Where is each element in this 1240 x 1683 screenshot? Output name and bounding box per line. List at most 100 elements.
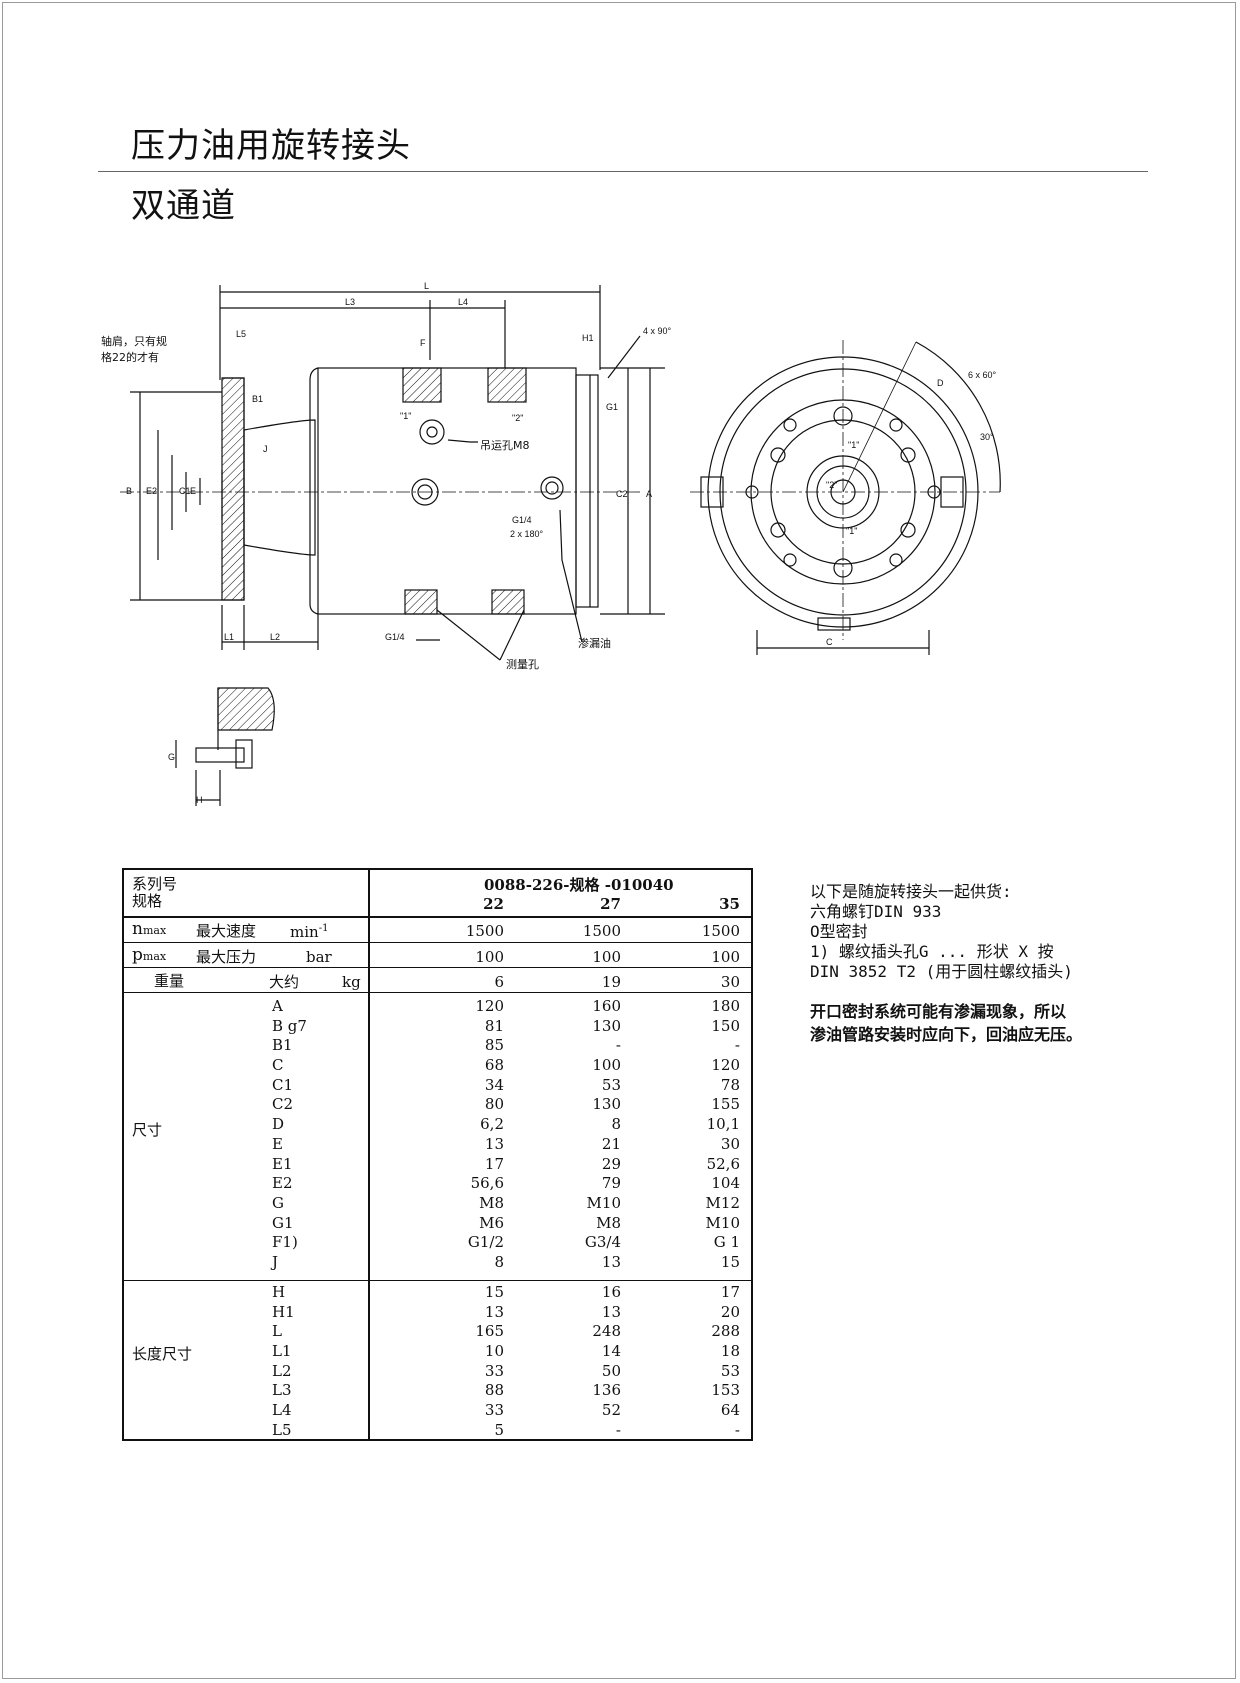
row-value: 136: [592, 1381, 621, 1400]
row-key: G1: [272, 1213, 294, 1232]
pmax-27: 100: [592, 948, 621, 966]
table-divider: [124, 942, 751, 943]
weight-unit: kg: [342, 973, 361, 991]
row-value: M8: [479, 1193, 504, 1212]
dim-L3: L3: [345, 297, 355, 307]
dim-A: A: [646, 489, 652, 499]
row-value: 50: [601, 1361, 621, 1380]
table-divider: [124, 992, 751, 993]
channel-2: "2": [512, 413, 523, 423]
dim-H1: H1: [582, 333, 594, 343]
row-key: D: [272, 1115, 285, 1134]
row-value: 8: [494, 1252, 504, 1271]
row-value: 21: [601, 1134, 621, 1153]
row-value: 53: [720, 1361, 740, 1380]
row-value: 52,6: [706, 1154, 740, 1173]
dim-L2: L2: [270, 632, 280, 642]
dim-G1: G1: [606, 402, 618, 412]
row-value: 15: [484, 1283, 504, 1301]
row-key: E: [272, 1134, 283, 1153]
weight-22: 6: [494, 973, 504, 991]
row-key: L1: [272, 1342, 292, 1361]
row-key: B g7: [272, 1016, 307, 1035]
size-35: 35: [719, 895, 740, 913]
dim-L4: L4: [458, 297, 468, 307]
row-value: 180: [711, 997, 740, 1015]
nmax-22: 1500: [465, 922, 504, 940]
size-22: 22: [483, 895, 504, 913]
row-value: 165: [475, 1322, 504, 1341]
dim-L5: L5: [236, 329, 246, 339]
callout-measure-hole: 测量孔: [506, 658, 539, 671]
pmax-22: 100: [475, 948, 504, 966]
row-key: E2: [272, 1174, 293, 1193]
row-value: 33: [484, 1361, 504, 1380]
row-key: G: [272, 1193, 284, 1212]
row-key: A: [272, 997, 283, 1015]
row-value: 248: [592, 1322, 621, 1341]
row-value: G1/2: [467, 1233, 504, 1252]
row-value: 80: [484, 1095, 504, 1114]
end-channel-1: "1": [848, 440, 859, 450]
dim-G: G: [168, 752, 175, 762]
dim-30deg: 30°: [980, 432, 994, 442]
weight-approx: 大约: [269, 973, 300, 991]
row-value: 160: [592, 997, 621, 1015]
row-key: H: [272, 1283, 286, 1301]
row-key: L3: [272, 1381, 292, 1400]
row-value: 34: [484, 1075, 504, 1094]
dim-E2: E2: [146, 486, 157, 496]
dim-B: B: [126, 486, 132, 496]
row-value: 29: [601, 1154, 621, 1173]
dim-F: F: [420, 338, 426, 348]
page-subtitle: 双通道: [131, 186, 236, 226]
row-value: 14: [601, 1342, 621, 1361]
dim-E: E: [190, 486, 196, 496]
note-line: 1) 螺纹插头孔G ... 形状 X 按: [810, 942, 1054, 961]
row-value: M10: [586, 1193, 621, 1212]
dim-C2: C2: [616, 489, 628, 499]
title-divider: [98, 171, 1148, 172]
row-key: L5: [272, 1420, 292, 1439]
row-value: 56,6: [470, 1174, 504, 1193]
row-value: 33: [484, 1401, 504, 1420]
row-value: 13: [601, 1252, 621, 1271]
nmax-unit: min-1: [290, 923, 329, 941]
row-value: 150: [711, 1016, 740, 1035]
row-value: G 1: [713, 1233, 740, 1252]
end-channel-1b: "1": [846, 526, 857, 536]
row-value: M8: [596, 1213, 621, 1232]
weight-35: 30: [720, 973, 740, 991]
row-value: 20: [720, 1302, 740, 1321]
dim-L: L: [424, 281, 429, 291]
row-key: L4: [272, 1401, 292, 1420]
series-number: 0088-226-规格 -010040: [484, 876, 674, 894]
row-value: 15: [720, 1252, 740, 1271]
callout-shoulder-2: 格22的才有: [101, 350, 159, 364]
port-g14-bottom: G1/4: [385, 632, 405, 642]
pmax-unit: bar: [306, 948, 332, 966]
row-value: 30: [720, 1134, 740, 1153]
row-key: J: [272, 1252, 279, 1271]
dimensions-group-label: 尺寸: [132, 1121, 163, 1139]
weight-27: 19: [601, 973, 621, 991]
row-value: 13: [601, 1302, 621, 1321]
row-value: 104: [711, 1174, 740, 1193]
dim-D: D: [937, 378, 944, 388]
end-channel-2: "2": [826, 480, 837, 490]
row-value: 64: [720, 1401, 740, 1420]
leakage-warning: 开口密封系统可能有渗漏现象，所以 渗油管路安装时应向下，回油应无压。: [810, 1000, 1082, 1046]
row-key: L: [272, 1322, 282, 1341]
row-key: E1: [272, 1154, 293, 1173]
note-line: 以下是随旋转接头一起供货:: [810, 882, 1012, 901]
row-value: 88: [484, 1381, 504, 1400]
row-value: 10: [484, 1342, 504, 1361]
row-key: H1: [272, 1302, 295, 1321]
row-key: C1: [272, 1075, 294, 1094]
row-value: 120: [475, 997, 504, 1015]
row-key: C: [272, 1056, 284, 1075]
